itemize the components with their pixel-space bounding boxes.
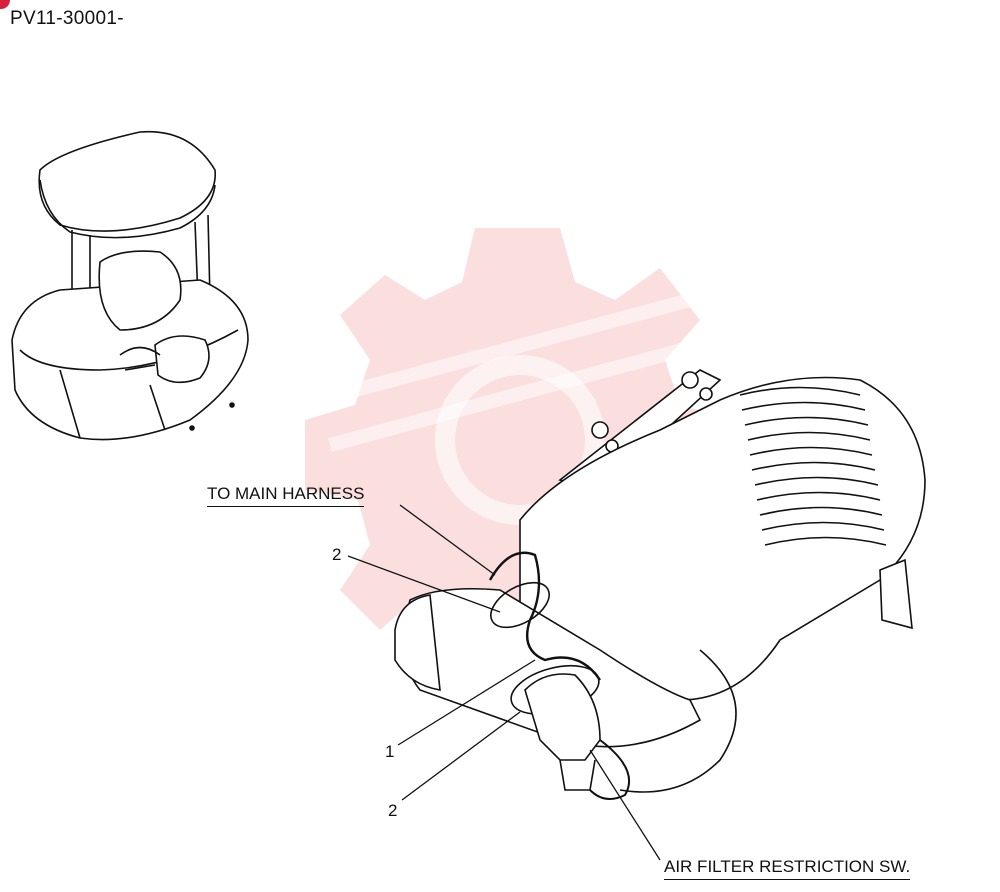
part-number: PV11-30001-	[10, 8, 124, 29]
leader-lines	[347, 504, 661, 861]
item-number-2-upper: 2	[332, 545, 342, 564]
cap-rings	[739, 386, 887, 546]
leader-item-2-lower	[401, 711, 521, 801]
callout-air-filter-restriction-switch: AIR FILTER RESTRICTION SW.	[664, 857, 911, 880]
dust-valve	[879, 558, 913, 630]
corner-marker	[0, 0, 10, 9]
air-cleaner-small	[154, 335, 210, 384]
air-cleaner-assembly	[394, 369, 926, 800]
item-number-2-lower: 2	[388, 801, 398, 820]
callout-to-main-harness: TO MAIN HARNESS	[207, 484, 365, 507]
leader-item-2-upper	[347, 555, 501, 613]
machine-overview	[11, 130, 249, 441]
engine-block	[98, 250, 182, 331]
restriction-switch	[524, 673, 601, 761]
machine-body	[11, 279, 249, 441]
leader-air-filter-switch	[589, 749, 661, 861]
leader-to-main-harness	[399, 504, 496, 576]
canopy-roof	[38, 130, 216, 232]
outlet-duct	[619, 649, 737, 793]
clamp-ring-upper	[490, 581, 550, 629]
watermark-swoosh	[298, 293, 702, 452]
leader-item-1	[397, 659, 536, 746]
item-number-1: 1	[385, 742, 395, 761]
switch-connector-wire	[589, 739, 630, 800]
watermark-wrench-icon	[435, 355, 605, 525]
